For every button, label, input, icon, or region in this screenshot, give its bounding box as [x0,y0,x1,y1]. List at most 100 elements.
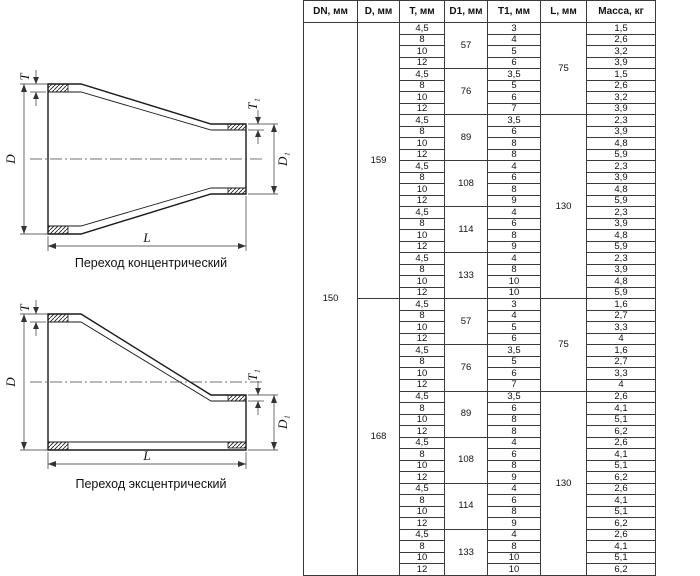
arrowhead [271,442,277,450]
cell-t: 10 [399,459,445,473]
cell-t1: 6 [487,171,541,185]
cell-mass: 4 [586,379,656,392]
cell-mass: 1,6 [586,344,656,357]
cell-t: 10 [399,321,445,334]
arrowhead [21,84,27,92]
cell-d1: 108 [444,160,488,208]
cell-mass: 1,6 [586,298,656,311]
cell-d1: 57 [444,21,488,70]
cell-t: 4,5 [399,390,445,403]
dim-label-t1: T₁ [245,369,260,381]
cell-mass: 2,6 [586,79,656,93]
cell-mass: 4,1 [586,540,656,553]
cell-mass: 3,9 [586,171,656,185]
dim-label-t: T [17,304,32,312]
column-header: Масса, кг [586,0,656,23]
cell-t1: 5 [487,355,541,369]
cell-mass: 2,6 [586,436,656,450]
weld-end-hatch [47,225,69,235]
cell-l: 130 [540,114,587,300]
cell-mass: 4,8 [586,229,656,242]
cell-t: 8 [399,33,445,47]
cell-t: 10 [399,367,445,380]
cell-d1: 76 [444,68,488,116]
cell-mass: 3,9 [586,263,656,277]
cell-t1: 10 [487,551,541,565]
cell-d1: 108 [444,436,488,484]
cell-mass: 4,8 [586,183,656,196]
cell-t1: 8 [487,137,541,150]
cell-t1: 4 [487,436,541,450]
cell-t1: 10 [487,275,541,288]
cell-t1: 3,5 [487,390,541,403]
cell-t: 12 [399,332,445,346]
cell-mass: 4,8 [586,275,656,288]
cell-t: 12 [399,240,445,254]
arrowhead [238,243,246,249]
cell-mass: 4,1 [586,448,656,461]
cell-t: 10 [399,551,445,565]
dim-label-d: D [6,154,18,165]
cell-d1: 114 [444,482,488,530]
weld-end-hatch [227,441,247,449]
cell-mass: 6,2 [586,425,656,438]
cell-mass: 2,7 [586,309,656,323]
arrowhead [255,117,261,124]
eccentric-caption: Переход эксцентрический [75,477,227,491]
dim-label-t: T [17,73,32,81]
cell-t1: 6 [487,125,541,139]
cell-t1: 6 [487,91,541,104]
cell-t1: 9 [487,194,541,208]
cell-t1: 6 [487,448,541,461]
arrowhead [21,442,27,450]
cell-t1: 10 [487,563,541,576]
cell-mass: 2,3 [586,252,656,265]
cell-mass: 2,6 [586,482,656,496]
cell-d1: 114 [444,206,488,254]
cell-t1: 5 [487,321,541,334]
arrowhead [33,92,39,99]
arrowhead [271,124,277,132]
eccentric-reducer-drawing: D T T₁ D₁ L [6,300,290,469]
arrowhead [48,461,56,467]
cell-t: 12 [399,194,445,208]
cell-t: 4,5 [399,298,445,311]
cell-t: 4,5 [399,206,445,219]
dim-label-d1: D₁ [275,152,290,167]
cell-mass: 5,1 [586,505,656,519]
cell-mass: 5,1 [586,413,656,427]
cell-t: 8 [399,171,445,185]
cell-mass: 3,9 [586,56,656,70]
cell-t: 10 [399,91,445,104]
cell-mass: 4,1 [586,402,656,415]
cell-t1: 3 [487,298,541,311]
column-header: D, мм [357,0,400,23]
cell-mass: 3,9 [586,217,656,231]
dim-label-l: L [142,448,150,463]
arrowhead [255,401,261,408]
cell-t: 12 [399,102,445,116]
cell-t1: 4 [487,33,541,47]
cell-d1: 133 [444,252,488,300]
cell-dn: 150 [303,22,358,576]
cell-t: 12 [399,56,445,70]
cell-t: 10 [399,413,445,427]
cell-mass: 5,1 [586,551,656,565]
cell-t1: 8 [487,413,541,427]
